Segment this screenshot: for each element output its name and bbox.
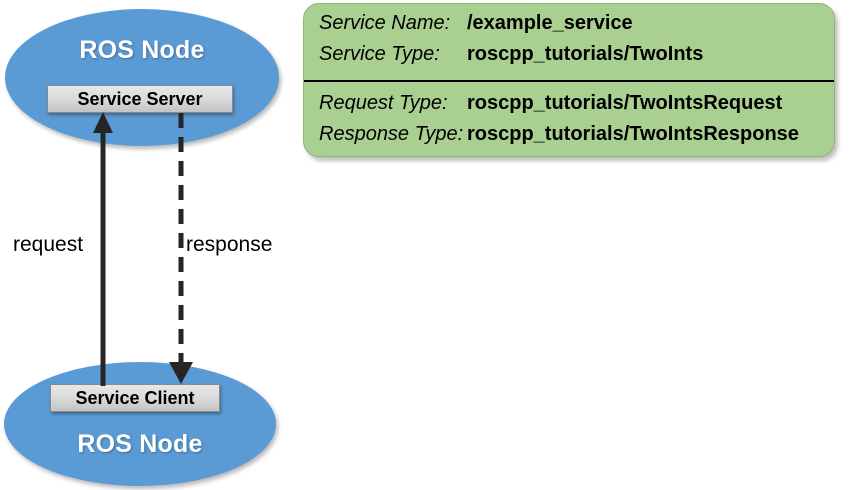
ros-node-client-ellipse: ROS Node xyxy=(4,362,276,486)
ros-node-server-label: ROS Node xyxy=(79,36,205,64)
info-panel-divider xyxy=(304,80,834,82)
service-type-label: Service Type: xyxy=(319,43,440,65)
info-row-request-type: Request Type: roscpp_tutorials/TwoIntsRe… xyxy=(304,92,834,123)
response-label: response xyxy=(186,233,273,256)
response-type-label: Response Type: xyxy=(319,123,464,145)
message-types-section: Request Type: roscpp_tutorials/TwoIntsRe… xyxy=(304,92,834,154)
service-client-box[interactable]: Service Client xyxy=(50,384,220,412)
service-info-panel: Service Name: /example_service Service T… xyxy=(303,3,835,157)
service-name-label: Service Name: xyxy=(319,12,451,34)
ros-node-server-ellipse: ROS Node xyxy=(5,9,279,146)
service-type-value: roscpp_tutorials/TwoInts xyxy=(467,43,704,65)
info-row-service-type: Service Type: roscpp_tutorials/TwoInts xyxy=(304,43,834,74)
service-identity-section: Service Name: /example_service Service T… xyxy=(304,12,834,74)
response-type-value: roscpp_tutorials/TwoIntsResponse xyxy=(467,123,799,145)
request-label: request xyxy=(13,233,84,256)
request-type-value: roscpp_tutorials/TwoIntsRequest xyxy=(467,92,783,114)
service-name-value: /example_service xyxy=(467,12,633,34)
request-arrow xyxy=(93,112,113,386)
info-row-response-type: Response Type: roscpp_tutorials/TwoIntsR… xyxy=(304,123,834,154)
info-row-service-name: Service Name: /example_service xyxy=(304,12,834,43)
service-server-box[interactable]: Service Server xyxy=(47,85,233,113)
request-type-label: Request Type: xyxy=(319,92,448,114)
ros-node-client-label: ROS Node xyxy=(77,430,203,458)
